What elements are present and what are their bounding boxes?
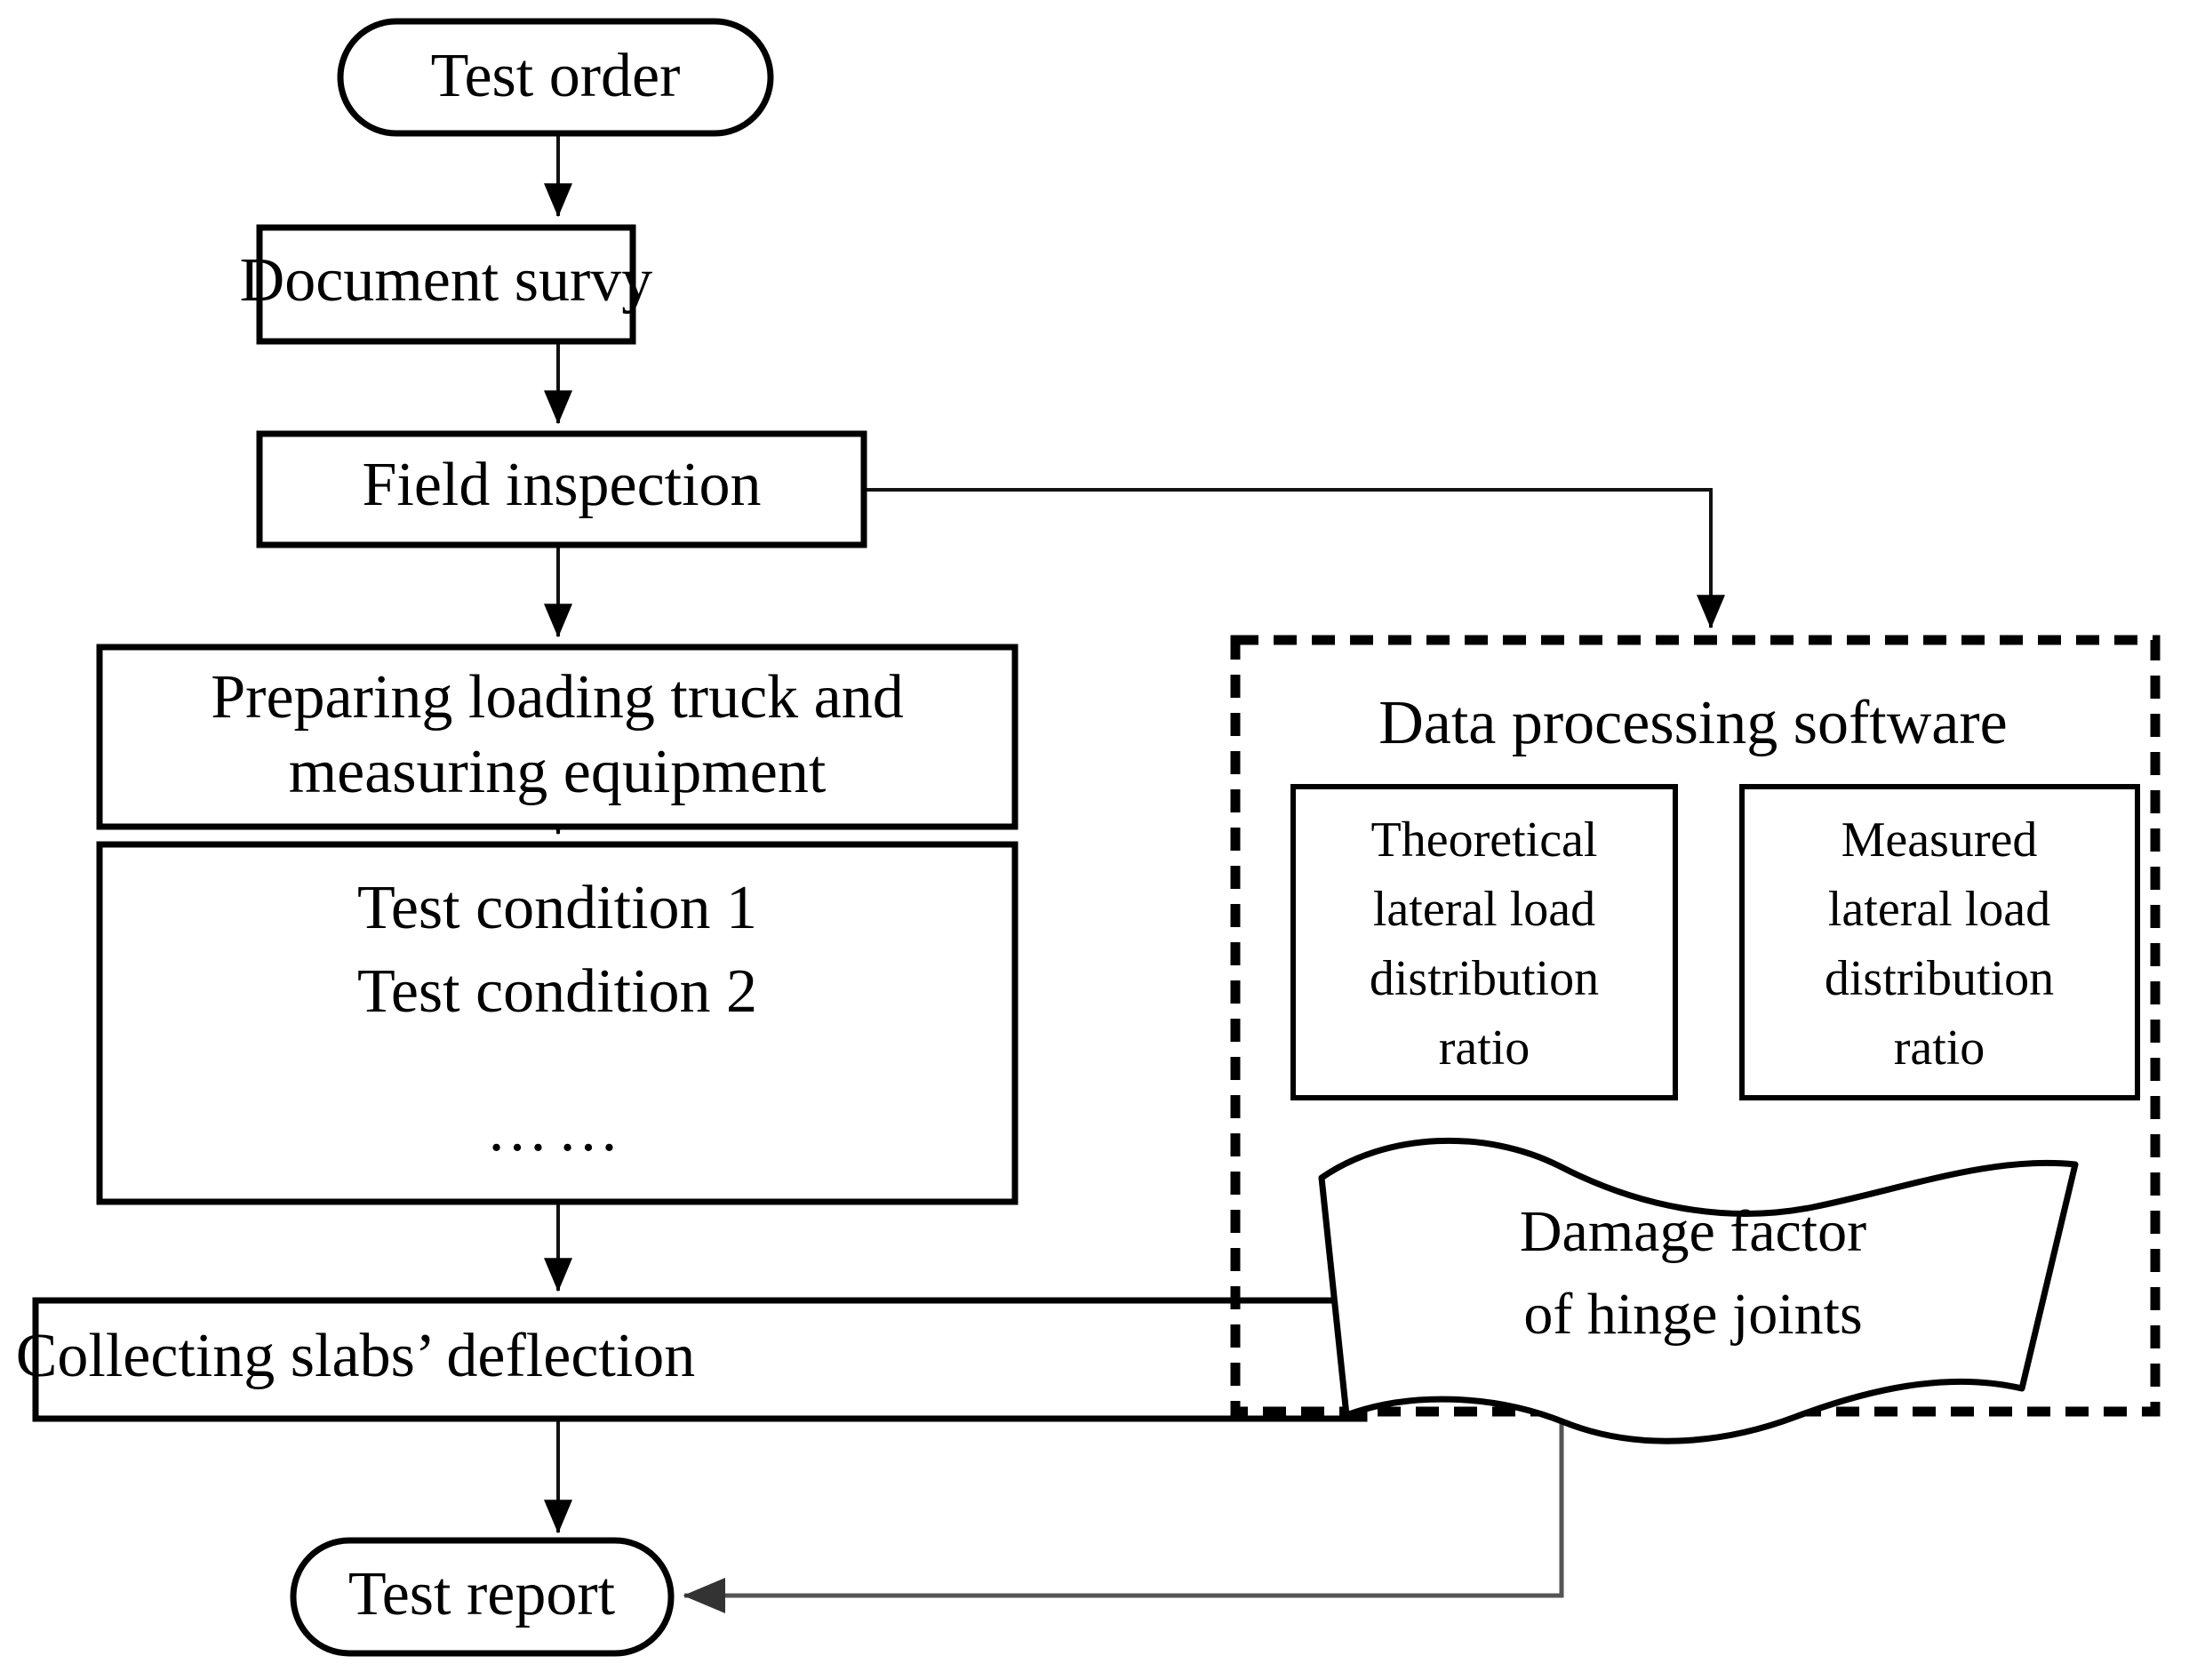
node-theoretical-ratio-line4: ratio	[1439, 1020, 1530, 1076]
node-preparing-line1: Preparing loading truck and	[211, 663, 904, 732]
node-measured-ratio-line3: distribution	[1825, 951, 2054, 1006]
node-damage-factor-line1: Damage factor	[1520, 1199, 1866, 1264]
group-data-processing-software[interactable]: Data processing software Theoretical lat…	[1230, 635, 2161, 1444]
node-damage-factor-line2: of hinge joints	[1523, 1282, 1862, 1347]
node-measured-ratio-line1: Measured	[1841, 812, 2038, 868]
node-document-survey[interactable]: Document survy	[240, 224, 653, 345]
node-collecting-deflection-label: Collecting slabs’ deflection	[16, 1322, 696, 1390]
edge-data-processing-to-test-report	[683, 1413, 1564, 1613]
node-test-order-label: Test order	[431, 42, 681, 110]
node-preparing-equipment[interactable]: Preparing loading truck and measuring eq…	[96, 644, 1019, 830]
node-test-conditions-line2: Test condition 2	[357, 957, 757, 1026]
node-test-order[interactable]: Test order	[337, 18, 774, 137]
node-field-inspection-label: Field inspection	[362, 451, 761, 519]
node-preparing-line2: measuring equipment	[289, 738, 827, 806]
node-collecting-deflection[interactable]: Collecting slabs’ deflection	[16, 1297, 1368, 1422]
node-measured-ratio[interactable]: Measured lateral load distribution ratio	[1739, 784, 2140, 1100]
node-measured-ratio-line2: lateral load	[1828, 882, 2050, 937]
node-theoretical-ratio-line3: distribution	[1370, 951, 1599, 1006]
edge-field-inspection-to-data-processing	[864, 488, 1725, 629]
node-field-inspection[interactable]: Field inspection	[256, 430, 867, 548]
group-data-processing-software-label: Data processing software	[1378, 689, 2008, 757]
node-test-report-label: Test report	[348, 1560, 616, 1628]
node-theoretical-ratio-line2: lateral load	[1373, 882, 1595, 937]
node-measured-ratio-line4: ratio	[1894, 1020, 1985, 1076]
node-test-conditions-ellipsis: ……	[486, 1096, 628, 1164]
node-theoretical-ratio[interactable]: Theoretical lateral load distribution ra…	[1290, 784, 1678, 1100]
node-theoretical-ratio-line1: Theoretical	[1371, 812, 1598, 868]
node-test-conditions[interactable]: Test condition 1 Test condition 2 ……	[96, 841, 1019, 1205]
node-document-survey-label: Document survy	[240, 246, 653, 315]
node-damage-factor[interactable]: Damage factor of hinge joints	[1318, 1137, 2079, 1444]
node-test-conditions-line1: Test condition 1	[357, 874, 757, 942]
node-test-report[interactable]: Test report	[290, 1537, 675, 1657]
